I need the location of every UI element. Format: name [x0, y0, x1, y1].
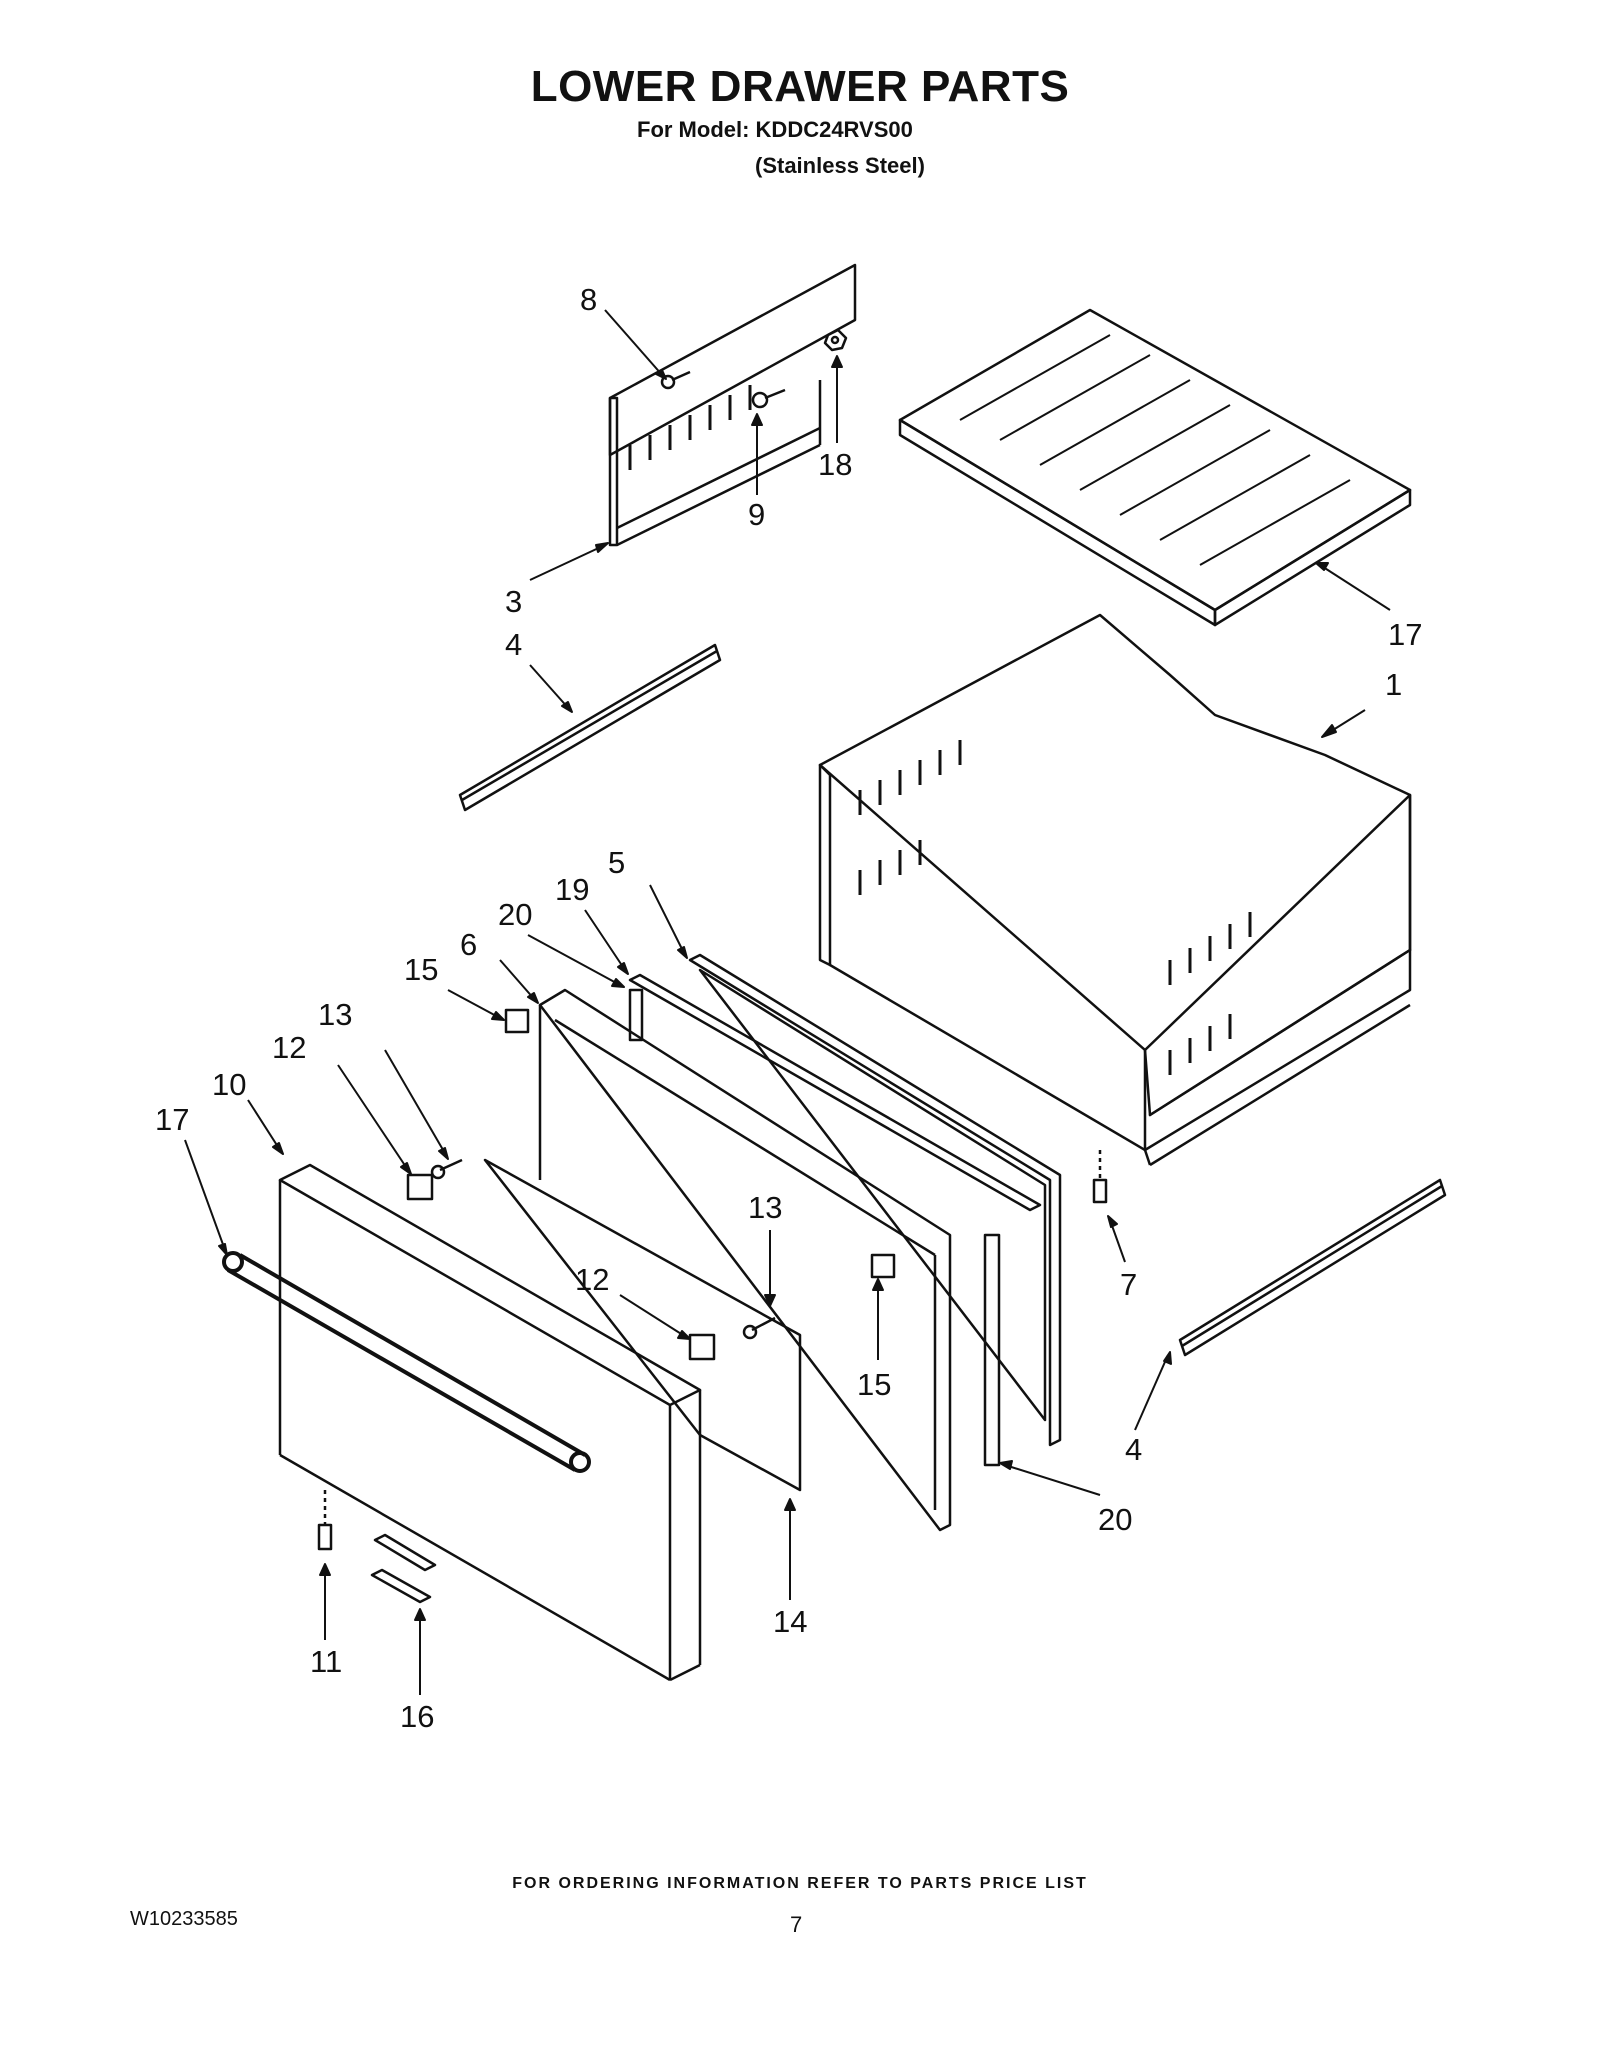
- callout-label: 10: [212, 1067, 246, 1102]
- callout-label: 13: [318, 997, 352, 1032]
- rear-bracket-part: [608, 263, 857, 547]
- callout-label: 4: [1125, 1432, 1142, 1467]
- finish-line: (Stainless Steel): [755, 153, 925, 178]
- callout-label: 20: [1098, 1502, 1132, 1537]
- callout-label: 11: [310, 1644, 342, 1679]
- callout-label: 19: [555, 872, 589, 907]
- screw-11-part: [317, 1490, 333, 1551]
- callout-label: 12: [575, 1262, 609, 1297]
- screw-13-upper-part: [430, 1158, 463, 1180]
- model-line: For Model: KDDC24RVS00: [637, 117, 913, 142]
- callout-label: 8: [580, 282, 597, 317]
- drawer-tray-part: [898, 308, 1412, 627]
- callout-label: 15: [404, 952, 438, 987]
- callout-label: 15: [857, 1367, 891, 1402]
- pad-15-lower-part: [870, 1253, 896, 1279]
- outer-door-part: [278, 1163, 702, 1682]
- leader-lines: [184, 309, 1391, 1695]
- ordering-note: FOR ORDERING INFORMATION REFER TO PARTS …: [512, 1875, 1088, 1892]
- gasket-5-part: [688, 953, 1062, 1447]
- callout-label: 6: [460, 927, 477, 962]
- liner-19-part: [628, 973, 1042, 1212]
- slide-rail-upper-part: [458, 643, 722, 812]
- trim-16-part: [370, 1533, 437, 1604]
- callout-label: 1: [1385, 667, 1402, 702]
- screw-7-part: [1092, 1150, 1108, 1204]
- callout-label: 16: [400, 1699, 434, 1734]
- spacer-20-upper-part: [628, 988, 644, 1042]
- screw-13-lower-part: [742, 1316, 776, 1340]
- bracket-12-upper-part: [406, 1173, 434, 1201]
- callout-label: 4: [505, 627, 522, 662]
- callout-label: 14: [773, 1604, 807, 1639]
- door-handle-part: [222, 1251, 591, 1473]
- callout-label: 3: [505, 584, 522, 619]
- page-number: 7: [790, 1912, 803, 1937]
- drawer-bin-part: [818, 613, 1412, 1167]
- spacer-20-lower-part: [983, 1233, 1001, 1467]
- callout-label: 12: [272, 1030, 306, 1065]
- bracket-12-lower-part: [688, 1333, 716, 1361]
- inner-door-panel-part: [538, 988, 952, 1532]
- callout-label: 17: [1388, 617, 1422, 652]
- page-title: LOWER DRAWER PARTS: [530, 62, 1070, 111]
- screw-8-part: [660, 370, 691, 390]
- callout-label: 20: [498, 897, 532, 932]
- callout-label: 18: [818, 447, 852, 482]
- callout-label: 17: [155, 1102, 189, 1137]
- callout-label: 9: [748, 497, 765, 532]
- screw-9-part: [751, 388, 786, 409]
- insulation-panel-14-part: [483, 1158, 802, 1492]
- callout-numbers: 1 17 3 4 4 5 6 7 8 9 10 11 12 12 13 13 1…: [155, 282, 1422, 1734]
- slide-rail-lower-part: [1178, 1178, 1447, 1357]
- callout-label: 7: [1120, 1267, 1137, 1302]
- pad-15-upper-part: [504, 1008, 530, 1034]
- nut-18-part: [823, 328, 848, 352]
- document-number: W10233585: [130, 1908, 238, 1930]
- callout-label: 5: [608, 845, 625, 880]
- callout-label: 13: [748, 1190, 782, 1225]
